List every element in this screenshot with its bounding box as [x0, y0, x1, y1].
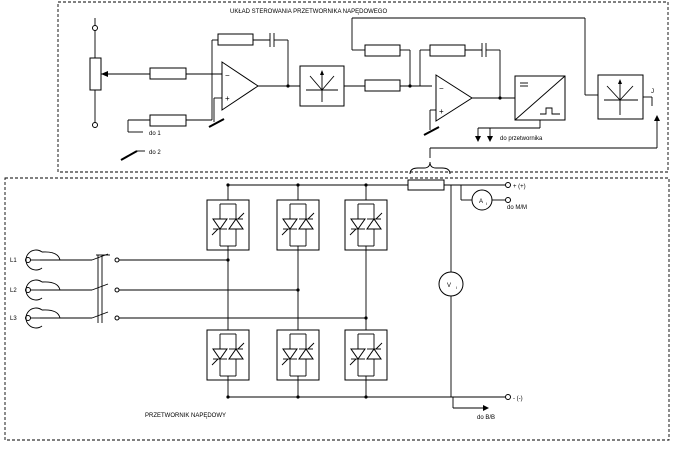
pulse-generator-block	[514, 75, 566, 121]
control-section: UKŁAD STEROWANIA PRZETWORNIKA NAPĘDOWEGO…	[57, 1, 669, 173]
input-resistor-1	[149, 67, 187, 80]
svg-text:+: +	[439, 107, 444, 116]
phase-input-3: L3	[10, 307, 366, 329]
input-resistor-4	[364, 44, 401, 57]
svg-text:−: −	[225, 71, 230, 80]
to-converter-label: do przetwornika	[500, 136, 543, 142]
control-section-title: UKŁAD STEROWANIA PRZETWORNIKA NAPĘDOWEGO	[230, 9, 387, 15]
phase-input-1: L1	[10, 249, 228, 271]
thyristor-module-upper-3	[344, 199, 388, 251]
j-label: J	[651, 89, 654, 95]
svg-text:I: I	[486, 201, 487, 206]
thyristor-bridge	[206, 183, 388, 399]
feedback-capacitor-2	[481, 43, 487, 57]
thyristor-module-lower-3	[344, 329, 388, 381]
to-m-label: do M/M	[507, 205, 527, 211]
svg-text:+: +	[225, 94, 230, 103]
op-amp-1: − +	[208, 61, 300, 128]
plus-bottom-label: - (-)	[513, 396, 523, 402]
section-link-brace	[409, 161, 451, 175]
converter-section: PRZETWORNIK NAPĘDOWY + (+) - (-) A I do …	[4, 177, 670, 441]
contactor	[96, 254, 110, 323]
absolute-value-block-1	[299, 65, 345, 107]
voltmeter: V I	[438, 271, 464, 297]
output-1-label: do 1	[149, 131, 161, 137]
thyristor-module-upper-2	[276, 199, 320, 251]
phase-label: L1	[10, 258, 17, 264]
ammeter: A I	[471, 189, 493, 211]
absolute-value-block-2	[597, 74, 644, 120]
plus-top-label: + (+)	[513, 184, 526, 190]
potentiometer	[89, 18, 150, 128]
svg-text:A: A	[479, 199, 483, 205]
output-2-label: do 2	[149, 150, 161, 156]
shunt-resistor	[407, 179, 445, 191]
converter-section-title: PRZETWORNIK NAPĘDOWY	[145, 413, 226, 419]
feedback-capacitor-1	[269, 33, 275, 47]
svg-text:I: I	[456, 285, 457, 290]
thyristor-module-upper-1	[206, 199, 250, 251]
control-section-frame	[57, 1, 669, 173]
feedback-resistor-2	[429, 44, 466, 57]
thyristor-module-lower-1	[206, 329, 250, 381]
feedback-resistor-1	[217, 33, 254, 46]
input-resistor-3	[364, 79, 401, 92]
converter-section-frame	[4, 177, 670, 441]
thyristor-module-lower-2	[276, 329, 320, 381]
svg-text:−: −	[439, 84, 444, 93]
to-bottom-label: do B/B	[477, 415, 495, 421]
svg-text:V: V	[447, 283, 451, 289]
phase-label: L2	[10, 288, 17, 294]
op-amp-2: − +	[423, 74, 515, 136]
phase-input-2: L2	[10, 279, 298, 301]
phase-label: L3	[10, 316, 17, 322]
input-resistor-2	[149, 114, 187, 127]
